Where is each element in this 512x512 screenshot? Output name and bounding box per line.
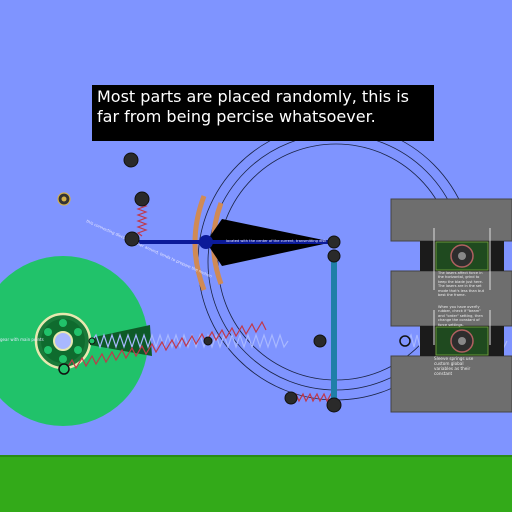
spring-red (65, 320, 267, 371)
joint-wheel-right[interactable] (88, 337, 96, 345)
joint-free-top (123, 152, 139, 168)
arm-label: located with the center of the current, … (226, 239, 327, 243)
caption-box: Most parts are placed randomly, this is … (92, 85, 434, 141)
note-bottom: Sleeve springs use custom global variabl… (434, 356, 474, 376)
note-top: The lasers affect force in the horizonta… (438, 271, 485, 298)
left-wheel-label: gear with main points (0, 337, 44, 342)
note-mid: When you have overfly rubber, check if "… (438, 305, 483, 327)
wheel-beam (90, 325, 152, 356)
joint-rod-top (327, 249, 341, 263)
spring-vertical (136, 199, 148, 237)
joint-wheel-edge[interactable] (58, 363, 70, 375)
spring-upper (91, 333, 289, 349)
joint-arm-right (327, 235, 341, 249)
small-gear-left[interactable] (34, 312, 92, 370)
joint-mid (313, 334, 327, 348)
joint-rod-bottom (326, 397, 342, 413)
arm-hub[interactable] (199, 235, 213, 249)
joint-center (203, 336, 213, 346)
joint-spring-top (134, 191, 150, 207)
joints[interactable] (123, 152, 342, 413)
joint-lower-left (284, 391, 298, 405)
right-block-assembly[interactable] (390, 198, 512, 413)
joint-right-box[interactable] (399, 335, 411, 347)
ground-edge (0, 455, 512, 457)
small-floating-gear[interactable] (57, 192, 71, 206)
block-top (390, 198, 512, 242)
spring-lower-right (291, 392, 335, 403)
ground (0, 456, 512, 512)
joint-arm-left (124, 231, 140, 247)
